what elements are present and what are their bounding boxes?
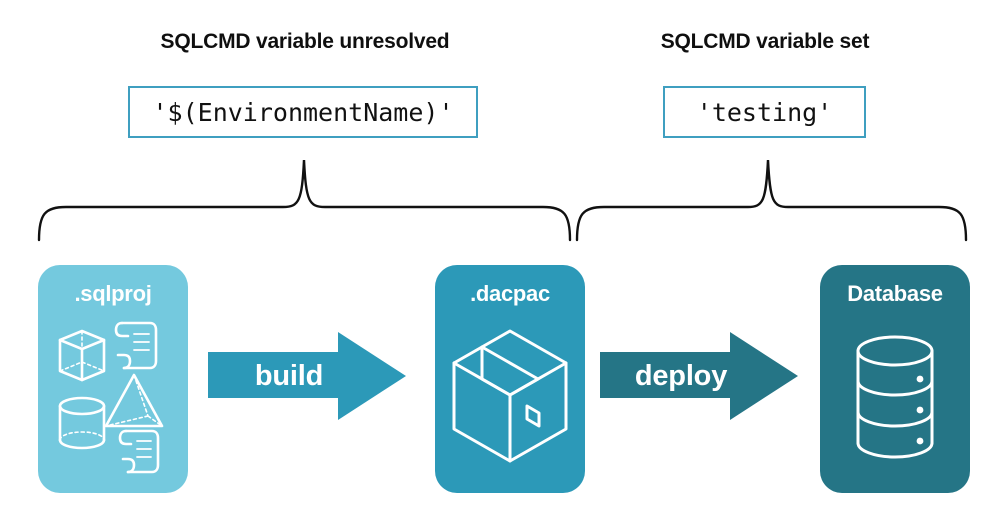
artifact-box-sqlproj: .sqlproj xyxy=(38,265,188,493)
arrow-right-icon-build xyxy=(208,332,406,420)
scroll-script-icon-top xyxy=(114,321,158,370)
heading-sqlcmd-unresolved: SQLCMD variable unresolved xyxy=(160,30,450,53)
database-cylinder-icon xyxy=(856,335,934,459)
package-box-icon xyxy=(452,329,568,463)
value-box-environment-name: '$(EnvironmentName)' xyxy=(128,86,478,138)
artifact-box-database: Database xyxy=(820,265,970,493)
curly-brace-icon-left xyxy=(37,159,572,242)
arrow-label-deploy: deploy xyxy=(634,359,728,392)
value-box-testing: 'testing' xyxy=(663,86,866,138)
curly-brace-icon-right xyxy=(575,159,968,242)
cylinder-icon xyxy=(58,396,106,450)
scroll-script-icon-bottom xyxy=(118,429,160,474)
arrow-deploy: deploy xyxy=(600,330,800,422)
sqlproj-contents-icon xyxy=(58,321,164,474)
arrow-label-build: build xyxy=(254,359,324,392)
cube-icon xyxy=(58,329,106,382)
pyramid-icon xyxy=(104,373,164,428)
artifact-box-dacpac: .dacpac xyxy=(435,265,585,493)
arrow-build: build xyxy=(208,330,408,422)
artifact-label-dacpac: .dacpac xyxy=(470,281,550,306)
artifact-label-sqlproj: .sqlproj xyxy=(74,281,152,306)
heading-sqlcmd-set: SQLCMD variable set xyxy=(660,30,870,53)
artifact-label-database: Database xyxy=(847,281,943,306)
arrow-right-icon-deploy xyxy=(600,332,798,420)
